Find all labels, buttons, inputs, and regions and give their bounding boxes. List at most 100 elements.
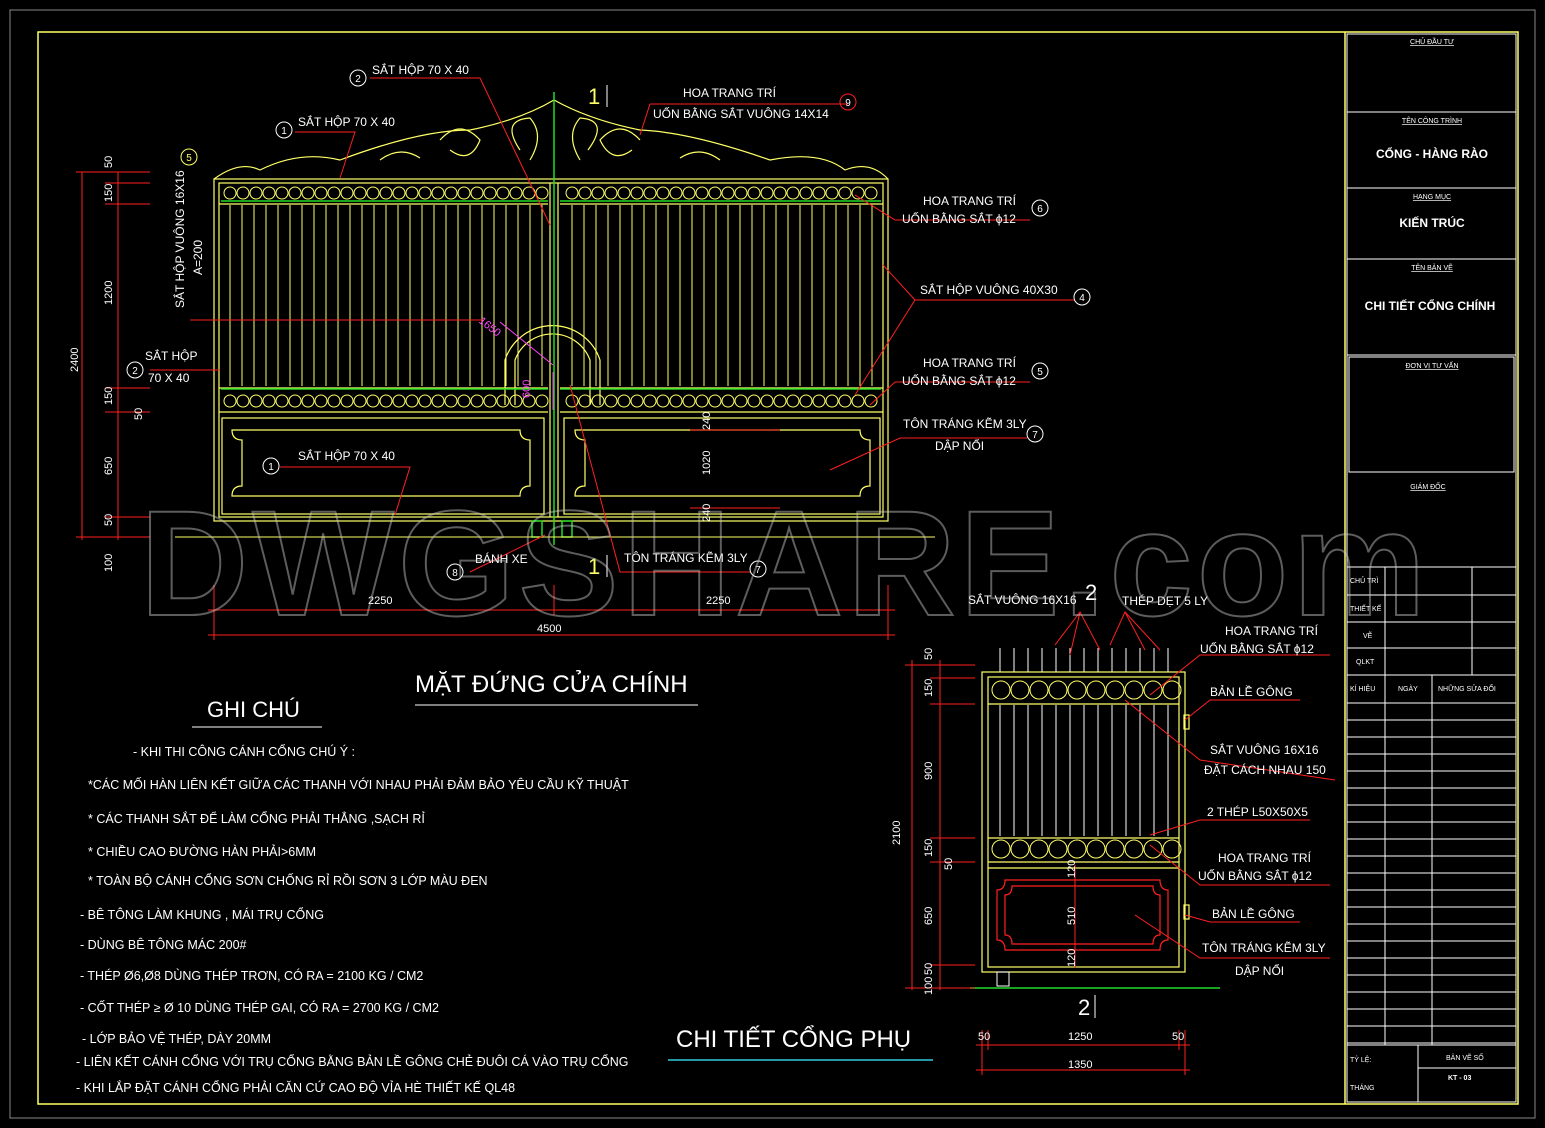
dim-w4500: 4500 (537, 623, 561, 635)
sheet-no: KT - 03 (1448, 1075, 1471, 1082)
label-ornament-lower-1: HOA TRANG TRÍ (923, 355, 1017, 370)
note-line: * TOÀN BỘ CÁNH CỔNG SƠN CHỐNG RỈ RỒI SƠN… (88, 873, 488, 888)
drawing-frame (37, 31, 1519, 1105)
watermark: DWGSHARE.com (140, 479, 1430, 647)
ring (1124, 680, 1144, 700)
note-line: - LỚP BẢO VỆ THÉP, DÀY 20MM (82, 1031, 271, 1046)
ring (1143, 839, 1163, 859)
label-sub-sheet-2: DẬP NỔI (1235, 963, 1284, 978)
ring (223, 186, 237, 200)
dim-w2250a: 2250 (368, 595, 392, 607)
sub-section-mark-top: 2 (1085, 580, 1097, 605)
revision-rows (1347, 719, 1516, 1044)
sub-gate-rings (991, 680, 1182, 859)
owner-label: CHỦ ĐẦU TƯ (1410, 36, 1454, 46)
ring (825, 394, 839, 408)
ring (734, 186, 748, 200)
ring (340, 186, 354, 200)
ring (851, 394, 865, 408)
ring (656, 186, 670, 200)
ring (301, 186, 315, 200)
dim-w2250b: 2250 (706, 595, 730, 607)
ring (1067, 680, 1087, 700)
ring (288, 394, 302, 408)
ring (695, 394, 709, 408)
marker-5b: 5 (1037, 367, 1043, 378)
ring (288, 186, 302, 200)
marker-1a: 1 (281, 126, 287, 137)
director-label: GIÁM ĐỐC (1410, 481, 1445, 491)
rev-header: NHỮNG SỬA ĐỔI (1438, 684, 1496, 693)
ring (1124, 839, 1144, 859)
ring (591, 394, 605, 408)
label-ornament-upper-1: HOA TRANG TRÍ (923, 193, 1017, 208)
label-sub-ornament-2: UỐN BẰNG SẮT ϕ12 (1200, 641, 1314, 656)
ring (444, 186, 458, 200)
ring (509, 394, 523, 408)
sub-gate-bars (999, 648, 1169, 836)
sub-dim-h50c: 50 (923, 963, 935, 975)
ring (1010, 680, 1030, 700)
ring (838, 394, 852, 408)
sub-dim-w1250: 1250 (1068, 1031, 1092, 1043)
dims-main (76, 171, 895, 640)
ring (1086, 839, 1106, 859)
dim-v1020: 1020 (701, 451, 713, 475)
ring (786, 394, 800, 408)
ring (405, 186, 419, 200)
dim-600: 600 (521, 380, 533, 398)
ring (301, 394, 315, 408)
ring (470, 186, 484, 200)
leaders-sub (1054, 610, 1336, 959)
dim-h150a: 150 (103, 184, 115, 202)
leaders-main (150, 77, 1075, 573)
markers-main (126, 69, 1091, 581)
marker-2b: 2 (132, 366, 138, 377)
ring (991, 680, 1011, 700)
dim-h50a: 50 (103, 156, 115, 168)
ring (773, 186, 787, 200)
note-line: * CÁC THANH SẮT ĐỂ LÀM CỔNG PHẢI THẲNG ,… (88, 811, 425, 826)
label-top-box: SẮT HỘP 70 X 40 (372, 62, 469, 77)
ring (864, 394, 878, 408)
main-gate-bars (229, 205, 873, 386)
label-sheet-1: TÔN TRÁNG KẼM 3LY (903, 416, 1027, 431)
ring (535, 186, 549, 200)
ring (1010, 839, 1030, 859)
ring (275, 394, 289, 408)
label-sub-ornament-1: HOA TRANG TRÍ (1225, 623, 1319, 638)
label-vertical-bars: SẮT HỘP VUÔNG 16X16 (172, 170, 187, 308)
ring (1048, 839, 1068, 859)
outer-border (9, 9, 1536, 1119)
dims-sub (905, 660, 1190, 1075)
rev-header: KÍ HIỆU (1350, 684, 1375, 693)
sub-dim-h900: 900 (923, 762, 935, 780)
ring (431, 394, 445, 408)
ring (327, 394, 341, 408)
category-name: KIẾN TRÚC (1399, 215, 1465, 230)
ring (496, 394, 510, 408)
ring (630, 394, 644, 408)
marker-2a: 2 (355, 74, 361, 85)
ring (747, 394, 761, 408)
marker-7a: 7 (1032, 430, 1038, 441)
ring (864, 186, 878, 200)
sub-dim-h50: 50 (923, 648, 935, 660)
label-bottom-sheet: TÔN TRÁNG KẼM 3LY (624, 550, 748, 565)
sub-gate-elevation (981, 671, 1190, 973)
marker-6: 6 (1037, 204, 1043, 215)
ring (275, 186, 289, 200)
ring (760, 186, 774, 200)
label-ornament-top-2: UỐN BẰNG SẮT VUÔNG 14X14 (653, 106, 829, 121)
main-gate-rings (223, 186, 878, 408)
dim-v240a: 240 (701, 412, 713, 430)
sheet-no-label: BẢN VẼ SỐ (1446, 1052, 1484, 1062)
note-line: *CÁC MỐI HÀN LIÊN KẾT GIỮA CÁC THANH VỚI… (88, 777, 629, 792)
ring (695, 186, 709, 200)
sub-dim-v510: 510 (1066, 907, 1078, 925)
ring (747, 186, 761, 200)
label-vertical-spacing: A=200 (191, 240, 205, 275)
label-ornament-lower-2: UỐN BẰNG SẮT ϕ12 (902, 373, 1016, 388)
project-label: TÊN CÔNG TRÌNH (1402, 116, 1462, 125)
ring (669, 186, 683, 200)
